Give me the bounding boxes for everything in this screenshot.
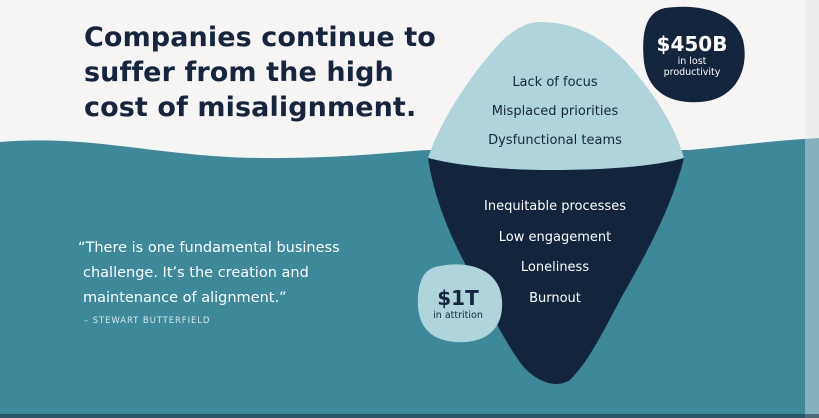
badge-top-shape [643,6,745,103]
below-water-item: Inequitable processes [484,199,626,214]
iceberg-bottom [428,158,684,384]
quote: “There is one fundamental business chall… [78,236,368,311]
above-water-item: Dysfunctional teams [488,133,622,148]
quote-line-1: “There is one fundamental business [78,240,340,256]
badge-amount: $1T [437,285,479,310]
below-water-item: Burnout [529,291,581,306]
headline: Companies continue to suffer from the hi… [84,20,436,125]
attrition-badge: $1T in attrition [418,266,498,340]
badge-caption: in attrition [433,309,483,321]
headline-line-3: cost of misalignment. [84,92,417,123]
lost-productivity-badge: $450B in lost productivity [643,9,741,101]
badge-caption: productivity [663,67,721,78]
bottom-border [0,414,819,418]
iceberg-top [428,22,684,170]
badge-bottom-shape [417,264,503,343]
quote-attribution: – STEWART BUTTERFIELD [84,316,211,326]
below-water-item: Loneliness [520,260,590,275]
badge-amount: $450B [656,32,728,56]
quote-line-2: challenge. It’s the creation and [83,265,309,281]
headline-line-2: suffer from the high [84,57,394,88]
quote-line-3: maintenance of alignment.” [83,290,287,306]
below-water-item: Low engagement [498,230,612,245]
page-edge [805,0,819,418]
above-water-item: Misplaced priorities [491,104,619,119]
headline-line-1: Companies continue to [84,22,436,53]
badge-caption: in lost [677,56,707,67]
above-water-item: Lack of focus [512,75,598,90]
